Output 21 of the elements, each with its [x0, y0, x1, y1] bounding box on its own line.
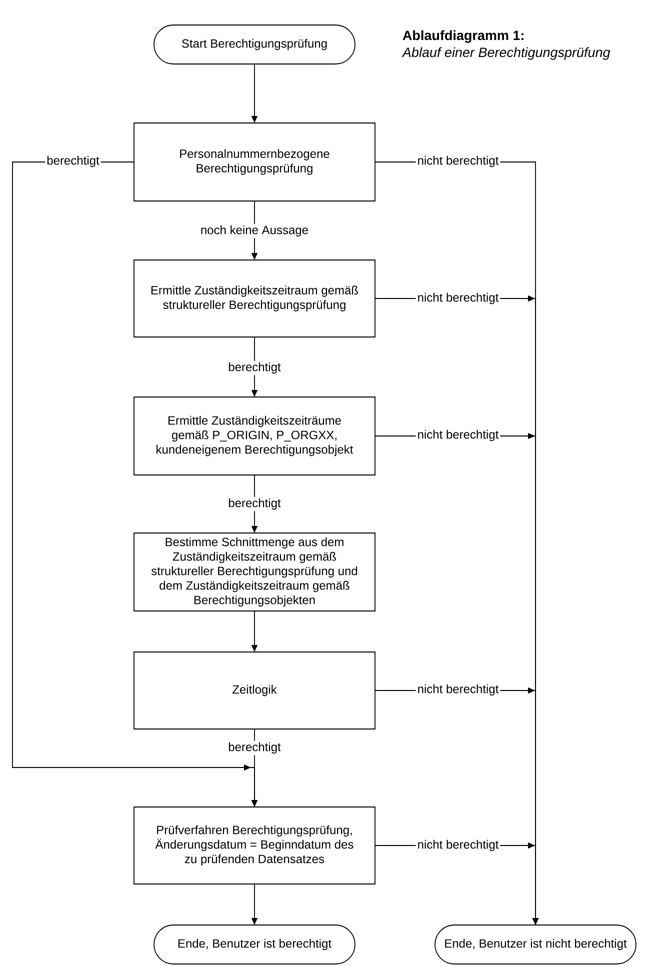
edge-label: nicht berechtigt: [416, 154, 500, 169]
title: Ablaufdiagramm 1:: [402, 30, 524, 43]
edge-label: berechtigt: [226, 740, 282, 756]
process-box: Zeitlogik: [134, 652, 376, 730]
edge-label: nicht berechtigt: [416, 428, 500, 443]
edge-label: berechtigt: [226, 496, 282, 512]
edge-label: nicht berechtigt: [416, 838, 500, 853]
terminal-box: Start Berechtigungsprüfung: [154, 24, 356, 64]
terminal-box: Ende, Benutzer ist nicht berechtigt: [434, 924, 636, 964]
edge-label: nicht berechtigt: [416, 682, 500, 698]
subtitle: Ablauf einer Berechtigungsprüfung: [402, 47, 610, 60]
process-box: Ermittle Zuständigkeitszeiträume gemäß P_ORIGIN, P_ORGXX, kundeneigenem Berechtigungsobjekt: [134, 396, 376, 476]
edge-label: nicht berechtigt: [416, 291, 500, 306]
edge-label: berechtigt: [226, 360, 282, 376]
process-box: Bestimme Schnittmenge aus dem Zuständigkeitszeitraum gemäß struktureller Berechtigungsprüfung und dem Zuständigkeitszeitraum gemäß Berechtigungsobjekten: [134, 532, 376, 612]
process-box: Prüfverfahren Berechtigungsprüfung, Änderungsdatum = Beginndatum des zu prüfenden Datensatzes: [134, 806, 376, 884]
edge-label: berechtigt: [45, 154, 101, 169]
process-box: Personalnummernbezogene Berechtigungsprüfung: [134, 122, 376, 202]
terminal-box: Ende, Benutzer ist berechtigt: [154, 924, 356, 964]
edge-label: noch keine Aussage: [198, 224, 310, 238]
process-box: Ermittle Zuständigkeitszeitraum gemäß struktureller Berechtigungsprüfung: [134, 260, 376, 338]
